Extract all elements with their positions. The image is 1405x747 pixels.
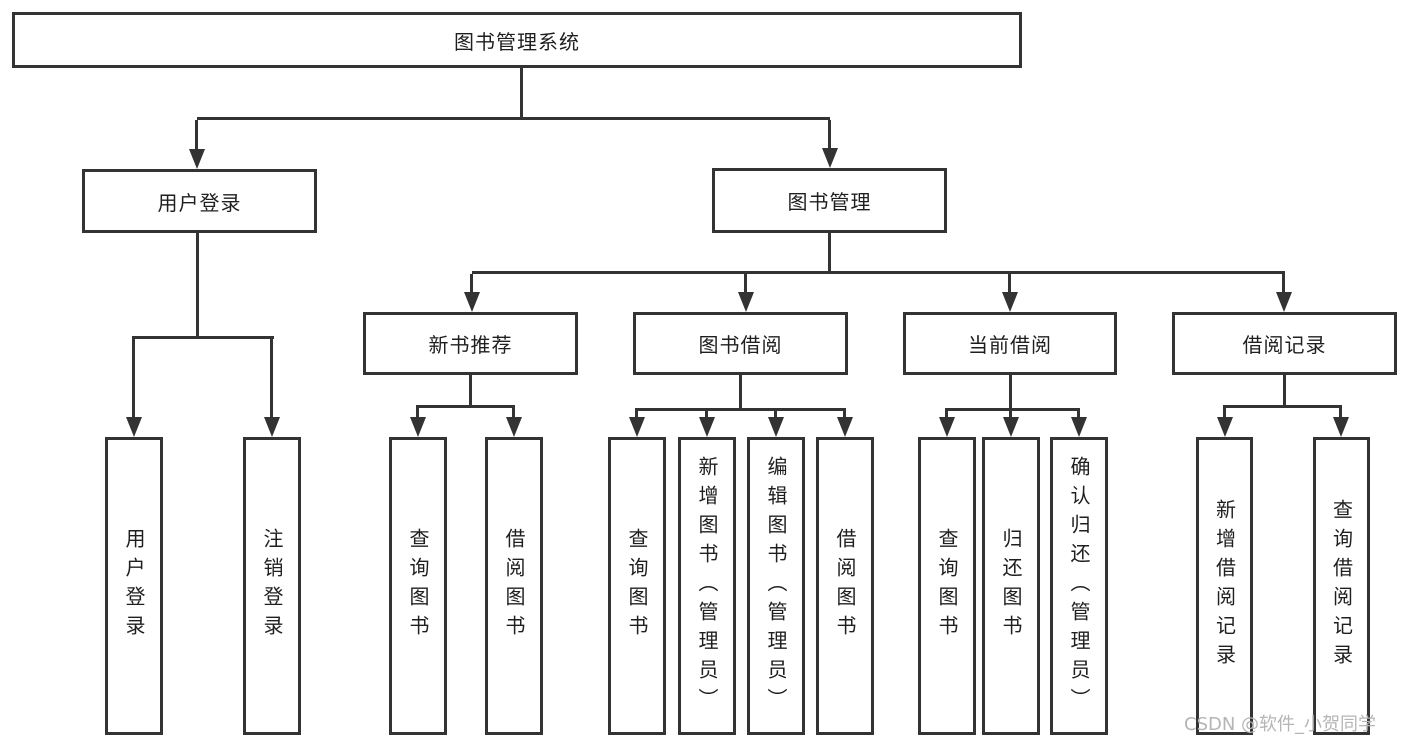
leaf-add-borrow-record: 新增借阅记录 (1196, 437, 1253, 735)
arrow-down-icon (1003, 417, 1019, 437)
arrow-down-icon (822, 148, 838, 168)
arrow-down-icon (1333, 417, 1349, 437)
node-book-management: 图书管理 (712, 168, 947, 233)
node-label: 借阅记录 (1242, 333, 1327, 357)
leaf-label: 借阅图书 (502, 528, 526, 644)
arrow-down-icon (1276, 292, 1292, 312)
leaf-add-book-admin: 新增图书（管理员） (678, 437, 736, 735)
connector-line (705, 408, 708, 419)
arrow-down-icon (1071, 417, 1087, 437)
node-user-login: 用户登录 (82, 169, 317, 233)
connector-line (1008, 274, 1011, 294)
leaf-logout: 注销登录 (243, 437, 301, 735)
connector-line (195, 120, 198, 150)
connector-line (197, 117, 830, 120)
connector-line (1283, 375, 1286, 408)
connector-line (636, 408, 845, 411)
leaf-label: 归还图书 (999, 528, 1023, 644)
node-label: 图书管理系统 (454, 29, 580, 54)
node-label: 图书管理 (787, 190, 872, 214)
connector-line (945, 408, 948, 419)
leaf-label: 确认归还（管理员） (1067, 455, 1091, 717)
leaf-confirm-return-admin: 确认归还（管理员） (1050, 437, 1108, 735)
leaf-label: 查询图书 (406, 528, 430, 644)
leaf-label: 借阅图书 (833, 528, 857, 644)
node-current-borrowing: 当前借阅 (903, 312, 1117, 375)
leaf-label: 新增借阅记录 (1212, 499, 1237, 673)
leaf-query-books-recommend: 查询图书 (389, 437, 447, 735)
connector-line (472, 271, 1285, 274)
connector-line (512, 405, 515, 419)
connector-line (946, 408, 1080, 411)
connector-line (520, 68, 523, 120)
connector-line (134, 336, 274, 339)
connector-line (1225, 405, 1342, 408)
node-label: 新书推荐 (428, 333, 513, 357)
leaf-user-login: 用户登录 (105, 437, 163, 735)
connector-line (1223, 405, 1226, 419)
arrow-down-icon (768, 417, 784, 437)
leaf-label: 查询图书 (935, 528, 959, 644)
leaf-label: 编辑图书（管理员） (764, 455, 788, 717)
connector-line (828, 233, 831, 273)
arrow-down-icon (189, 149, 205, 169)
arrow-down-icon (939, 417, 955, 437)
connector-line (843, 408, 846, 419)
arrow-down-icon (126, 417, 142, 437)
arrow-down-icon (1217, 417, 1233, 437)
arrow-down-icon (699, 417, 715, 437)
connector-line (1077, 408, 1080, 419)
connector-line (270, 336, 273, 418)
leaf-label: 新增图书（管理员） (695, 455, 719, 717)
connector-line (417, 405, 515, 408)
connector-line (416, 405, 419, 419)
connector-line (196, 233, 199, 337)
connector-line (828, 120, 831, 149)
leaf-label: 用户登录 (122, 528, 146, 644)
node-borrowing-records: 借阅记录 (1172, 312, 1397, 375)
leaf-label: 查询图书 (625, 528, 649, 644)
leaf-borrow-books-borrowing: 借阅图书 (816, 437, 874, 735)
leaf-query-borrow-record: 查询借阅记录 (1313, 437, 1370, 735)
node-label: 图书借阅 (698, 333, 783, 357)
arrow-down-icon (738, 292, 754, 312)
arrow-down-icon (629, 417, 645, 437)
leaf-query-books-borrowing: 查询图书 (608, 437, 666, 735)
connector-line (1009, 375, 1012, 411)
leaf-borrow-books-recommend: 借阅图书 (485, 437, 543, 735)
arrow-down-icon (464, 292, 480, 312)
watermark-text: CSDN @软件_小贺同学 (1184, 714, 1377, 735)
connector-line (469, 375, 472, 408)
connector-line (744, 274, 747, 294)
node-library-management-system: 图书管理系统 (12, 12, 1022, 68)
leaf-edit-book-admin: 编辑图书（管理员） (747, 437, 805, 735)
connector-line (774, 408, 777, 419)
arrow-down-icon (264, 417, 280, 437)
leaf-query-books-current: 查询图书 (918, 437, 976, 735)
arrow-down-icon (506, 417, 522, 437)
node-label: 当前借阅 (968, 333, 1052, 357)
arrow-down-icon (837, 417, 853, 437)
leaf-return-books: 归还图书 (982, 437, 1040, 735)
connector-line (132, 336, 135, 418)
node-label: 用户登录 (157, 190, 242, 215)
arrow-down-icon (1002, 292, 1018, 312)
connector-line (739, 375, 742, 411)
leaf-label: 注销登录 (260, 528, 284, 644)
leaf-label: 查询借阅记录 (1329, 499, 1354, 673)
arrow-down-icon (410, 417, 426, 437)
connector-line (635, 408, 638, 419)
connector-line (470, 274, 473, 294)
node-book-borrowing: 图书借阅 (633, 312, 848, 375)
connector-line (1339, 405, 1342, 419)
connector-line (1009, 408, 1012, 419)
node-new-book-recommendation: 新书推荐 (363, 312, 578, 375)
connector-line (1282, 274, 1285, 294)
